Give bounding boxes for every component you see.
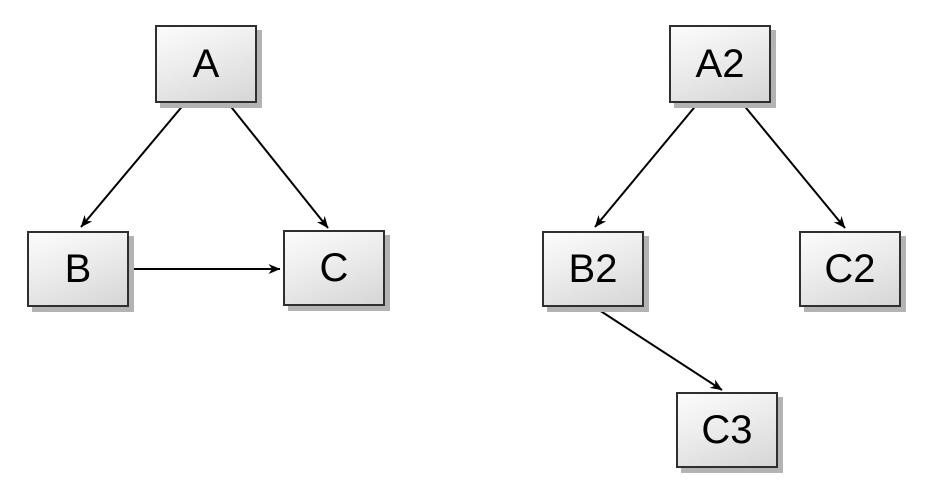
node-c2-label: C2 (824, 247, 876, 291)
node-a2-label: A2 (695, 42, 745, 86)
node-a[interactable]: A (155, 25, 257, 103)
node-b2[interactable]: B2 (542, 231, 644, 307)
node-c3[interactable]: C3 (676, 392, 778, 468)
node-b[interactable]: B (27, 231, 129, 307)
node-c3-label: C3 (701, 408, 753, 452)
edge-A-to-B[interactable] (80, 102, 186, 228)
node-b2-label: B2 (568, 247, 618, 291)
node-c2[interactable]: C2 (799, 231, 901, 307)
node-b-label: B (64, 247, 92, 291)
edge-A2-to-C2[interactable] (741, 102, 846, 229)
edge-A-to-C[interactable] (227, 102, 329, 229)
edge-B2-to-C3[interactable] (595, 307, 723, 391)
node-a2[interactable]: A2 (669, 25, 771, 103)
node-c[interactable]: C (283, 230, 385, 306)
edge-A2-to-B2[interactable] (594, 102, 699, 228)
node-a-label: A (192, 42, 220, 86)
node-c-label: C (319, 246, 349, 290)
